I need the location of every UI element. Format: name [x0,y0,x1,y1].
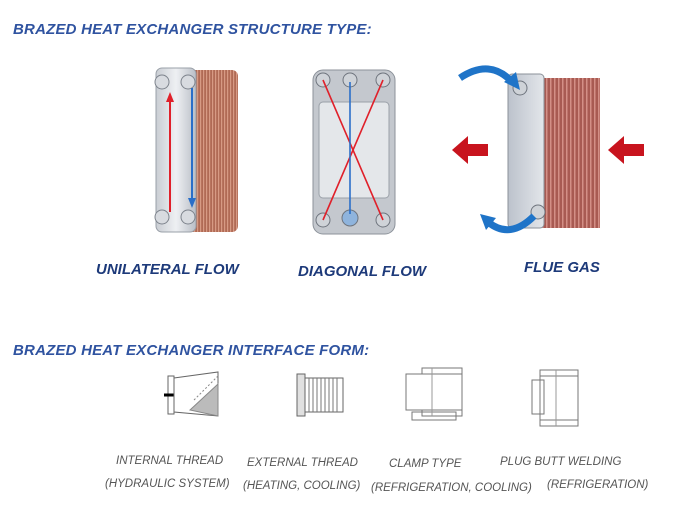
flue-gas-label: FLUE GAS [524,259,600,276]
plug-butt-welding-drawing [531,369,579,427]
unilateral-flow-label: UNILATERAL FLOW [96,261,239,278]
internal-thread-label: INTERNAL THREAD [116,455,224,467]
interface-heading: BRAZED HEAT EXCHANGER INTERFACE FORM: [13,342,370,359]
clamp-type-drawing [405,367,463,421]
internal-thread-drawing [164,371,219,417]
plug-butt-welding-use: (REFRIGERATION) [547,479,649,491]
external-thread-drawing [296,373,344,417]
plug-butt-welding-label: PLUG BUTT WELDING [500,456,622,468]
structure-heading: BRAZED HEAT EXCHANGER STRUCTURE TYPE: [13,21,372,38]
diagonal-flow-label: DIAGONAL FLOW [298,263,427,280]
external-thread-use: (HEATING, COOLING) [243,480,361,492]
clamp-type-use: (REFRIGERATION, COOLING) [371,482,532,494]
clamp-type-label: CLAMP TYPE [389,458,462,470]
unilateral-flow-exchanger-image [154,67,238,233]
diagonal-flow-exchanger-image [312,69,396,235]
external-thread-label: EXTERNAL THREAD [247,457,358,469]
internal-thread-use: (HYDRAULIC SYSTEM) [105,478,230,490]
flue-gas-exchanger-image [452,65,644,234]
